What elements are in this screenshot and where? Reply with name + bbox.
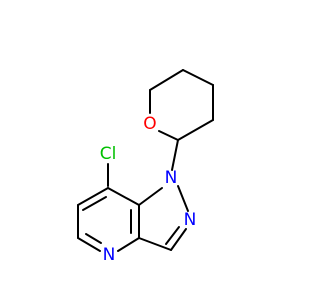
bond-n2-c3 [170, 228, 187, 251]
atom-chlorine: Cl [100, 144, 117, 164]
bond-c5-n4 [77, 237, 101, 252]
bond-c7-c6-inner [82, 196, 107, 211]
bond-c3-c3a [138, 237, 172, 251]
bond-n1-thp-c2 [171, 139, 179, 171]
atom-nitrogen-n1: N [165, 168, 178, 188]
bond-c7a-n1 [138, 187, 163, 206]
atom-labels: Cl O N N N [100, 114, 197, 265]
bond-n2-c3-inner [165, 226, 180, 245]
bond-c5-n4-inner [85, 233, 102, 244]
bond-thp-c2-o [158, 130, 179, 141]
bond-c7a-c7 [107, 187, 140, 206]
bond-c7-c6 [77, 187, 109, 206]
bond-c5-c4 [182, 69, 214, 86]
bond-group [77, 69, 214, 252]
bond-c6-c5 [149, 69, 184, 91]
atom-nitrogen-n2: N [184, 210, 197, 230]
bond-c3-c2 [177, 119, 214, 141]
molecule-structure-diagram: Cl O N N N [77, 69, 214, 265]
bond-n4-c3a [117, 237, 140, 252]
atom-oxygen: O [143, 114, 156, 134]
bond-n1-n2 [177, 185, 189, 212]
atom-nitrogen-pyridine: N [103, 245, 116, 265]
